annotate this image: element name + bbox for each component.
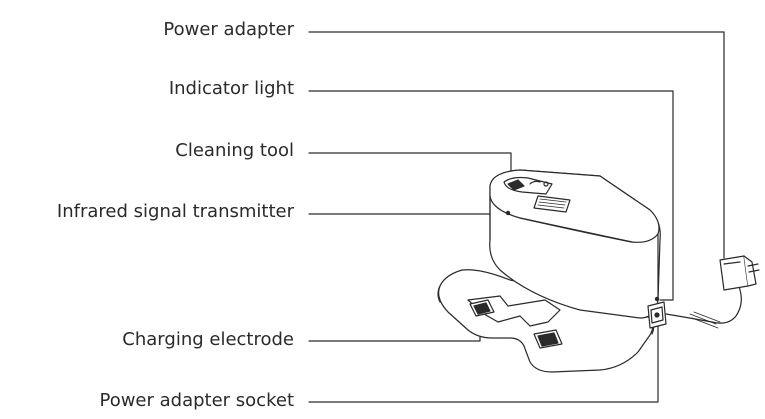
leader-power-adapter <box>308 31 725 259</box>
leader-power-adapter-socket <box>308 324 659 403</box>
label-power-adapter-socket: Power adapter socket <box>99 390 294 411</box>
label-infrared-transmitter: Infrared signal transmitter <box>56 201 294 222</box>
power-adapter-socket <box>647 301 667 329</box>
leader-cleaning-tool <box>308 152 512 185</box>
infrared-transmitter <box>505 210 511 216</box>
indicator-light <box>654 296 660 302</box>
power-cable <box>665 279 742 324</box>
label-cleaning-tool: Cleaning tool <box>175 140 294 161</box>
power-adapter <box>719 255 760 291</box>
leader-indicator-light <box>308 90 674 301</box>
label-power-adapter: Power adapter <box>163 19 294 40</box>
label-indicator-light: Indicator light <box>168 78 294 99</box>
dock-base-cutout <box>467 295 561 327</box>
charging-electrode-left <box>469 299 495 317</box>
cleaning-tool <box>503 176 571 213</box>
charging-electrode-right <box>533 329 563 349</box>
leader-charging-electrode <box>308 317 481 342</box>
label-charging-electrode: Charging electrode <box>122 329 294 350</box>
